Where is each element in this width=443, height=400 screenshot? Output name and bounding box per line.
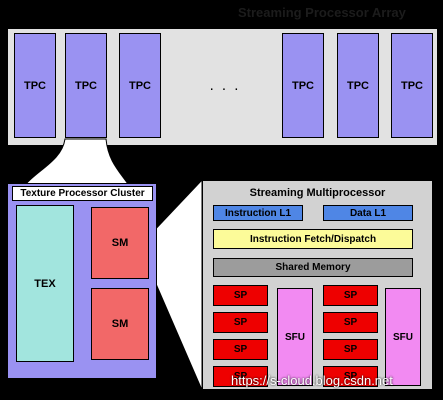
sm-block-2: SM xyxy=(91,288,149,360)
sp-core: SP xyxy=(323,339,378,360)
sm-zoom-funnel xyxy=(149,178,203,391)
sfu-unit-2: SFU xyxy=(385,288,421,386)
instruction-l1-cache: Instruction L1 xyxy=(213,205,303,221)
sp-core: SP xyxy=(213,339,268,360)
sm-block-1: SM xyxy=(91,207,149,279)
watermark-url: https://s-cloud.blog.csdn.net xyxy=(231,373,393,388)
sp-core: SP xyxy=(323,366,378,387)
tpc-ellipsis: . . . xyxy=(209,76,241,94)
sp-core: SP xyxy=(323,312,378,333)
tpc-block-6: TPC xyxy=(391,33,433,138)
sp-core: SP xyxy=(323,285,378,306)
shared-memory: Shared Memory xyxy=(213,258,413,277)
tpc-block-3: TPC xyxy=(119,33,161,138)
streaming-processor-array-title: Streaming Processor Array xyxy=(238,5,406,20)
sfu-unit-1: SFU xyxy=(277,288,313,386)
tpc-block-4: TPC xyxy=(282,33,324,138)
sp-core: SP xyxy=(213,312,268,333)
instruction-fetch-dispatch: Instruction Fetch/Dispatch xyxy=(213,229,413,249)
streaming-multiprocessor-title: Streaming Multiprocessor xyxy=(249,187,386,199)
data-l1-cache: Data L1 xyxy=(323,205,413,221)
sp-core: SP xyxy=(213,366,268,387)
tpc-block-5: TPC xyxy=(337,33,379,138)
sp-core: SP xyxy=(213,285,268,306)
tpc-zoom-funnel xyxy=(24,138,129,185)
texture-processor-cluster-title: Texture Processor Cluster xyxy=(12,186,153,201)
tpc-block-2: TPC xyxy=(65,33,107,138)
tpc-block-1: TPC xyxy=(14,33,56,138)
tex-unit: TEX xyxy=(16,205,74,362)
